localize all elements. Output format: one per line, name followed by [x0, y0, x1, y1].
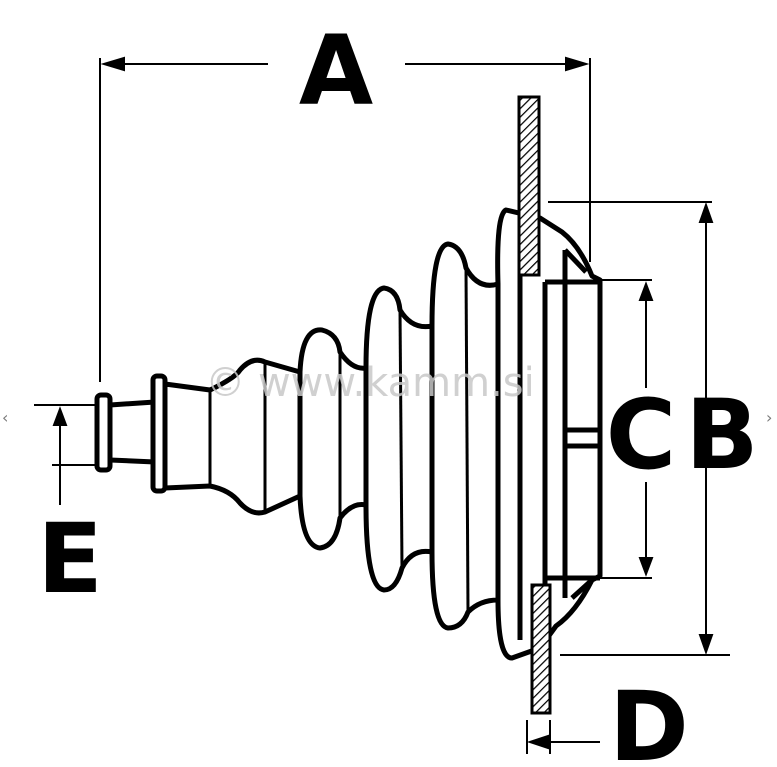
neck	[107, 399, 158, 465]
dimension-label-b: B	[685, 379, 758, 491]
next-arrow-icon[interactable]: ›	[766, 408, 773, 427]
dimension-label-e: E	[37, 503, 103, 615]
watermark: © www.kamm.si	[205, 360, 534, 406]
dimension-label-d: D	[609, 671, 689, 763]
dimension-lines	[34, 56, 730, 754]
dimension-label-a: A	[299, 15, 373, 127]
mounting-panel	[517, 95, 552, 715]
dimension-label-c: C	[606, 379, 676, 491]
bellows-body	[94, 207, 603, 661]
prev-arrow-icon[interactable]: ‹	[2, 408, 9, 427]
crease-lines	[208, 267, 470, 613]
